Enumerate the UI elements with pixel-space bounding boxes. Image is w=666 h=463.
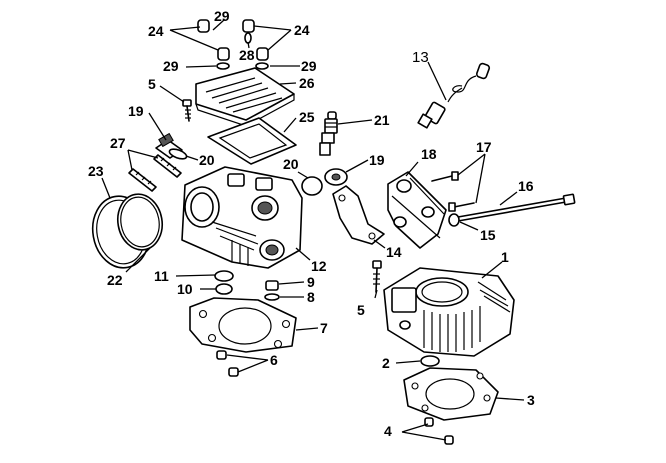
bolt-17-b xyxy=(448,202,475,212)
callout-4: 4 xyxy=(384,423,392,439)
callout-18: 18 xyxy=(421,146,437,162)
dowel-6-a xyxy=(216,350,227,360)
callout-24-right: 24 xyxy=(294,22,310,38)
callout-6: 6 xyxy=(270,352,278,368)
callout-16: 16 xyxy=(518,178,534,194)
o-ring-20-right xyxy=(301,176,323,196)
callout-1: 1 xyxy=(501,249,509,265)
callout-26: 26 xyxy=(299,75,315,91)
callout-29-top: 29 xyxy=(214,8,230,24)
spark-plug-21 xyxy=(319,111,338,156)
sensor-13 xyxy=(417,62,491,129)
callout-20-right: 20 xyxy=(283,156,299,172)
bracket-14 xyxy=(332,185,385,245)
callout-12: 12 xyxy=(311,258,327,274)
washer-29-left xyxy=(216,62,230,70)
cylinder-head-cover xyxy=(195,67,295,127)
gasket-22 xyxy=(116,193,164,251)
callout-5-top: 5 xyxy=(148,76,156,92)
callout-labels: 24 29 24 28 29 29 26 5 19 25 21 13 27 20… xyxy=(88,8,535,439)
callout-22: 22 xyxy=(107,272,123,288)
bolt-5-top xyxy=(182,99,192,122)
callout-29-left: 29 xyxy=(163,58,179,74)
callout-15: 15 xyxy=(480,227,496,243)
callout-20-left: 20 xyxy=(199,152,215,168)
dowel-27-b xyxy=(153,154,182,178)
gasket-25 xyxy=(207,117,297,165)
dowel-6-b xyxy=(228,367,239,377)
o-ring-10 xyxy=(215,283,233,295)
cap-nut-right xyxy=(242,19,255,33)
cap-19-right xyxy=(324,168,348,186)
callout-24-left: 24 xyxy=(148,23,164,39)
callout-10: 10 xyxy=(177,281,193,297)
callout-19-left: 19 xyxy=(128,103,144,119)
callout-13: 13 xyxy=(412,49,429,66)
cylinder-1 xyxy=(383,267,515,357)
callout-29-right: 29 xyxy=(301,58,317,74)
callout-19-right: 19 xyxy=(369,152,385,168)
callout-28: 28 xyxy=(239,47,255,63)
callout-11: 11 xyxy=(154,268,169,284)
cap-nut-left xyxy=(197,19,210,33)
washer-29-right xyxy=(255,62,269,70)
o-ring-2 xyxy=(420,355,440,367)
callout-2: 2 xyxy=(382,355,390,371)
callout-27: 27 xyxy=(110,135,126,151)
pin-9 xyxy=(265,280,279,291)
bolt-5-lower xyxy=(372,260,382,293)
callout-17: 17 xyxy=(476,139,492,155)
o-ring-20-left xyxy=(168,148,188,160)
o-ring-8 xyxy=(264,293,280,301)
callout-9: 9 xyxy=(307,274,315,290)
callout-5-lower: 5 xyxy=(357,302,365,318)
o-ring-11 xyxy=(214,270,234,282)
callout-23: 23 xyxy=(88,163,104,179)
cap-nut-lower-right xyxy=(256,47,269,61)
dowel-4-b xyxy=(444,435,454,445)
o-ring-28 xyxy=(244,32,252,44)
callout-8: 8 xyxy=(307,289,315,305)
callout-14: 14 xyxy=(386,244,402,260)
callout-7: 7 xyxy=(320,320,328,336)
washer-15 xyxy=(448,213,460,227)
leader-lines xyxy=(101,19,525,441)
rocker-holder-18 xyxy=(387,171,447,249)
gasket-3 xyxy=(403,367,499,421)
cylinder-head-12 xyxy=(181,166,303,269)
bolt-17-a xyxy=(431,171,459,182)
callout-25: 25 xyxy=(299,109,315,125)
callout-21: 21 xyxy=(374,112,390,128)
dowel-27-a xyxy=(128,168,157,192)
stud-16 xyxy=(457,193,576,222)
gasket-7 xyxy=(189,297,297,353)
cap-nut-lower-left xyxy=(217,47,230,61)
callout-3: 3 xyxy=(527,392,535,408)
